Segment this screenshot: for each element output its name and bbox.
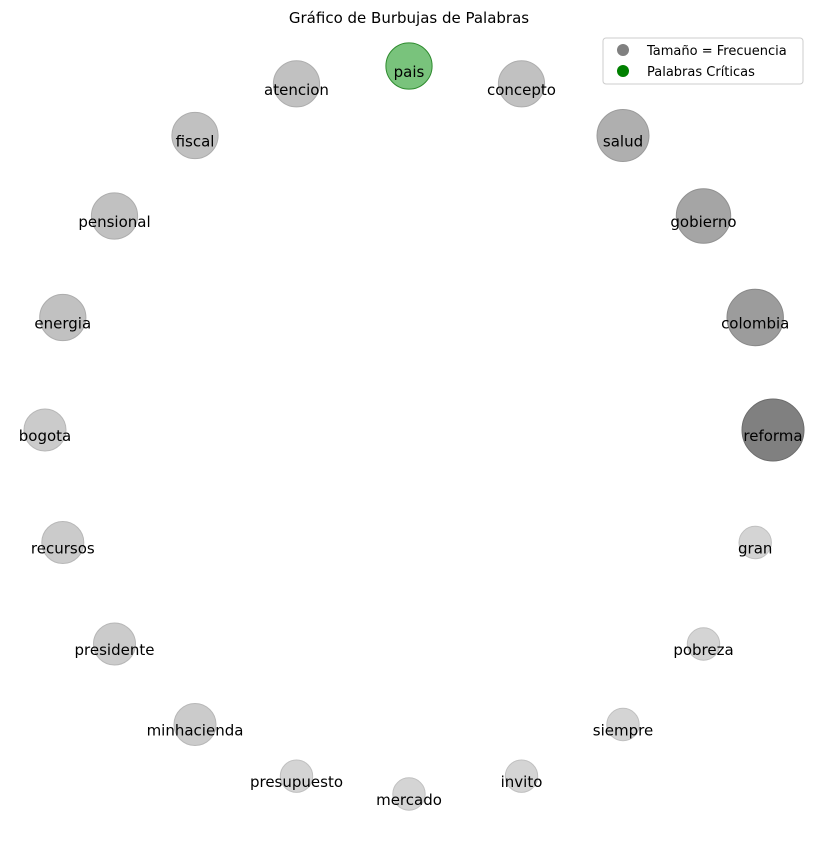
bubbles-group: reforma gran pobreza siempre invito mercado pr…: [19, 42, 805, 811]
bubble-label-minhacienda: minhacienda: [147, 722, 244, 740]
bubble-label-pais: pais: [394, 63, 425, 81]
bubble-label-atencion: atencion: [264, 81, 329, 99]
legend-label-frequency: Tamaño = Frecuencia: [646, 44, 787, 59]
legend-frame: [602, 37, 804, 85]
bubble-bogota: [23, 408, 67, 452]
legend-label-critical: Palabras Críticas: [647, 65, 755, 80]
bubble-pobreza: [686, 627, 721, 661]
bubble-label-concepto: concepto: [487, 81, 556, 99]
bubble-mercado: [392, 777, 426, 811]
bubble-atencion: [272, 60, 321, 108]
bubble-label-invito: invito: [501, 773, 543, 791]
bubble-reforma: [741, 398, 805, 462]
bubble-siempre: [606, 707, 640, 742]
bubble-label-siempre: siempre: [593, 722, 653, 740]
bubble-label-presupuesto: presupuesto: [250, 773, 343, 791]
bubble-label-fiscal: fiscal: [176, 133, 215, 151]
bubble-label-pobreza: pobreza: [673, 641, 733, 659]
bubble-fiscal: [171, 111, 219, 160]
bubble-label-gobierno: gobierno: [670, 213, 736, 231]
bubble-presidente: [93, 622, 136, 666]
bubble-recursos: [41, 521, 85, 564]
bubble-label-recursos: recursos: [31, 540, 95, 558]
bubble-colombia: [726, 288, 784, 347]
chart-title: Gráfico de Burbujas de Palabras: [289, 9, 529, 27]
legend: Tamaño = Frecuencia Palabras Críticas: [602, 37, 804, 85]
bubble-label-presidente: presidente: [75, 641, 155, 659]
bubble-pensional: [90, 192, 139, 240]
bubble-label-salud: salud: [603, 133, 643, 151]
bubble-gran: [738, 525, 772, 560]
bubble-gobierno: [675, 188, 732, 244]
bubble-label-gran: gran: [738, 540, 772, 558]
bubble-energia: [39, 293, 87, 342]
bubble-label-reforma: reforma: [743, 427, 802, 445]
bubble-label-mercado: mercado: [376, 791, 442, 809]
bubble-label-energia: energia: [34, 315, 91, 333]
bubble-minhacienda: [173, 703, 217, 746]
legend-marker-frequency: [617, 44, 629, 56]
bubble-concepto: [497, 60, 546, 108]
bubble-invito: [504, 759, 539, 793]
bubble-label-pensional: pensional: [78, 213, 150, 231]
bubble-presupuesto: [279, 759, 314, 793]
legend-marker-critical: [617, 65, 629, 77]
bubble-label-bogota: bogota: [19, 427, 71, 445]
bubble-pais: [385, 42, 433, 90]
bubble-salud: [596, 109, 650, 162]
bubble-label-colombia: colombia: [721, 315, 789, 333]
